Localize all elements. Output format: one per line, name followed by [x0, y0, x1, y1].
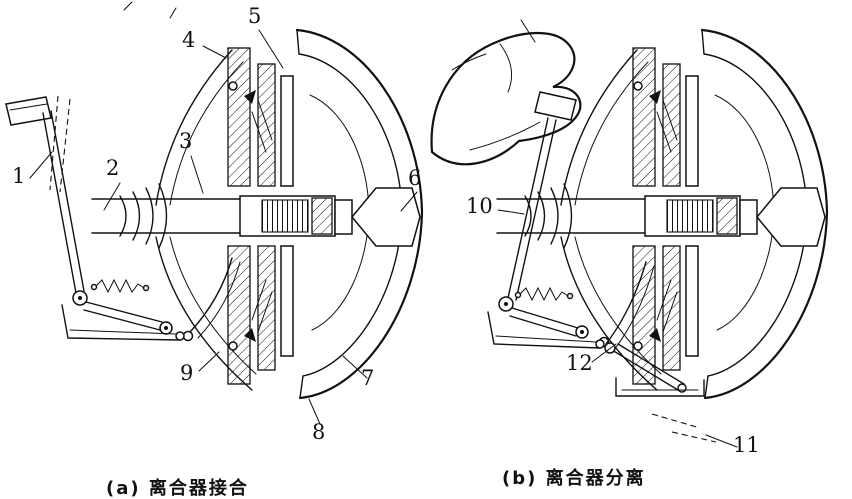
- foot-b: [430, 19, 582, 166]
- part-label-7: 7: [361, 366, 375, 390]
- panel-a-drawing: [5, 28, 424, 425]
- pedal-pad-b: [534, 91, 577, 121]
- part-label-4: 4: [182, 28, 196, 52]
- release-sleeve-b: [524, 183, 573, 249]
- part-label-10: 10: [466, 194, 493, 218]
- part-label-9: 9: [180, 361, 194, 385]
- part-label-11: 11: [733, 433, 760, 457]
- hub-b: [644, 195, 741, 237]
- part-label-1: 1: [12, 164, 26, 188]
- release-fork-b: [605, 261, 647, 345]
- part-label-6: 6: [408, 166, 422, 190]
- part-label-5: 5: [248, 4, 262, 28]
- stray-marks: [123, 1, 177, 19]
- pedal-pad-a: [5, 96, 52, 126]
- output-shaft-a: [334, 187, 421, 247]
- output-shaft-b: [739, 187, 826, 247]
- part-label-2: 2: [106, 156, 120, 180]
- release-sleeve-a: [119, 183, 168, 249]
- pedal-linkage-b: [487, 91, 655, 351]
- caption-panel-a: (a) 离合器接合: [106, 478, 249, 499]
- panel-b-drawing: [430, 19, 829, 448]
- hub-a: [239, 195, 336, 237]
- part-label-12: 12: [566, 351, 593, 375]
- leader-lines-a: [29, 29, 418, 425]
- shaft-a: [91, 198, 241, 234]
- motion-dashes-b: [651, 413, 717, 443]
- part-label-8: 8: [312, 420, 326, 444]
- pedal-linkage-a: [5, 95, 241, 342]
- diaphragm-fingers-a: [228, 81, 273, 351]
- caption-panel-b: (b) 离合器分离: [502, 468, 646, 489]
- shaft-b: [496, 198, 646, 234]
- return-spring-b: [519, 286, 569, 302]
- release-fork-a: [189, 257, 233, 333]
- part-label-3: 3: [179, 129, 193, 153]
- diaphragm-fingers-b: [633, 81, 678, 351]
- leader-lines-b: [497, 209, 738, 448]
- return-spring-a: [95, 278, 145, 294]
